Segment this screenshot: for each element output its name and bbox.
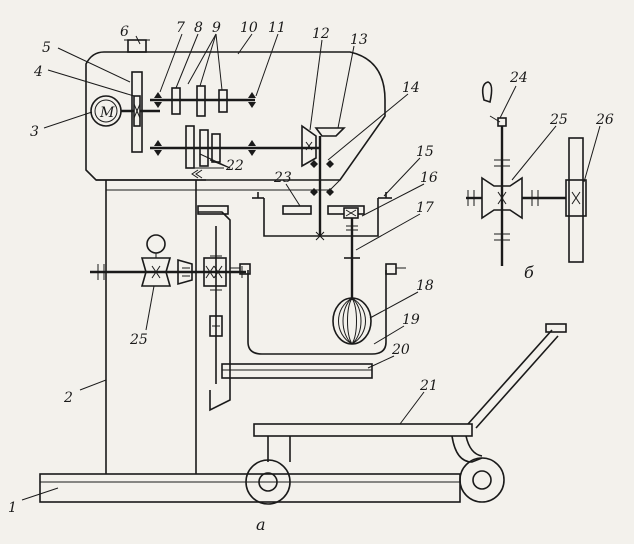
side-view-leaders xyxy=(499,85,601,183)
label-24: 24 xyxy=(509,70,528,86)
caption-b: б xyxy=(524,263,534,282)
top-cover xyxy=(124,39,150,53)
label-11: 11 xyxy=(268,20,286,36)
lift-worm-gear xyxy=(90,234,246,287)
caption-a: а xyxy=(256,515,266,534)
countershaft-upper xyxy=(150,85,256,117)
label-9: 9 xyxy=(212,20,221,36)
label-14: 14 xyxy=(402,80,420,96)
part-labels: 1 2 3 4 5 6 7 8 9 10 11 12 13 14 15 16 1… xyxy=(8,20,614,516)
column-body xyxy=(96,179,206,474)
side-view-crank xyxy=(481,81,507,127)
label-3: 3 xyxy=(30,124,39,140)
bowl-support-arm xyxy=(221,363,373,379)
planetary-housing xyxy=(252,192,392,237)
label-22: 22 xyxy=(225,158,244,174)
label-25-side: 25 xyxy=(549,112,568,128)
label-5: 5 xyxy=(42,40,51,56)
base-plate xyxy=(39,473,461,503)
label-1: 1 xyxy=(8,500,17,516)
label-25-main: 25 xyxy=(129,332,148,348)
head-housing xyxy=(85,51,386,181)
bowl-lift-bracket xyxy=(197,205,231,412)
label-6: 6 xyxy=(120,24,129,40)
head-shoulder xyxy=(106,179,341,191)
whisk-beater xyxy=(332,297,372,345)
bevel-gear-pair xyxy=(301,124,346,168)
side-view-gear-26 xyxy=(565,137,587,263)
label-8: 8 xyxy=(194,20,203,36)
label-2: 2 xyxy=(63,390,73,406)
label-17: 17 xyxy=(416,200,434,216)
countershaft-lower xyxy=(150,125,320,179)
tool-spindle xyxy=(310,136,334,241)
mixing-bowl xyxy=(230,263,406,355)
ring-gear xyxy=(282,205,365,219)
label-10: 10 xyxy=(240,20,258,36)
bowl-trolley xyxy=(245,323,567,505)
label-26: 26 xyxy=(595,112,614,128)
label-16: 16 xyxy=(420,170,438,186)
label-21: 21 xyxy=(419,378,438,394)
side-view-worm xyxy=(466,126,566,266)
label-23: 23 xyxy=(273,170,292,186)
label-12: 12 xyxy=(312,26,330,42)
motor: M xyxy=(90,95,122,127)
leader-lines xyxy=(21,33,425,501)
label-13: 13 xyxy=(350,32,368,48)
beater-shaft xyxy=(344,218,360,300)
label-4: 4 xyxy=(33,64,43,80)
label-19: 19 xyxy=(402,312,420,328)
input-gear-assembly xyxy=(121,71,160,153)
label-7: 7 xyxy=(176,20,185,36)
label-15: 15 xyxy=(416,144,434,160)
motor-symbol: M xyxy=(99,105,115,121)
label-20: 20 xyxy=(391,342,410,358)
label-18: 18 xyxy=(416,278,434,294)
